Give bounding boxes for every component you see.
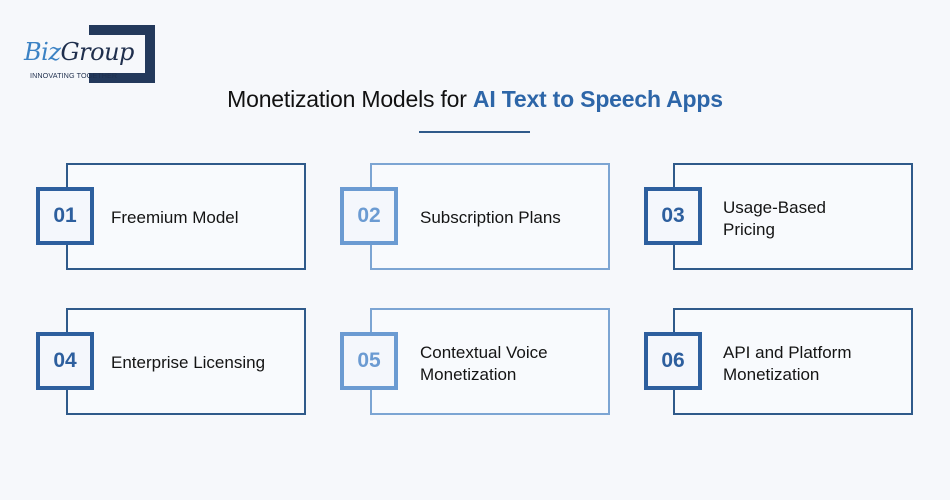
model-card-02: Subscription Plans (370, 163, 610, 270)
model-card-label: Freemium Model (111, 208, 239, 227)
number-badge-02: 02 (340, 187, 398, 245)
model-card-label: Subscription Plans (420, 208, 561, 227)
model-card-04: Enterprise Licensing (66, 308, 306, 415)
title-plain: Monetization Models for (227, 86, 473, 112)
title-underline-divider (419, 131, 530, 133)
model-card-label: Enterprise Licensing (111, 353, 266, 372)
page-title: Monetization Models for AI Text to Speec… (0, 86, 950, 113)
model-card-01: Freemium Model (66, 163, 306, 270)
title-accent: AI Text to Speech Apps (472, 86, 723, 112)
logo-wordmark: BizGroup (24, 38, 134, 66)
logo-group-text: Group (60, 38, 134, 66)
logo-tagline: INNOVATING TOGETHER (30, 71, 118, 80)
number-badge-05: 05 (340, 332, 398, 390)
number-badge-06: 06 (644, 332, 702, 390)
logo-bracket-shape (89, 25, 155, 83)
logo-biz-text: Biz (24, 38, 61, 66)
number-badge-04: 04 (36, 332, 94, 390)
number-badge-01: 01 (36, 187, 94, 245)
number-badge-03: 03 (644, 187, 702, 245)
bizgroup-logo: BizGroup INNOVATING TOGETHER (22, 24, 157, 86)
